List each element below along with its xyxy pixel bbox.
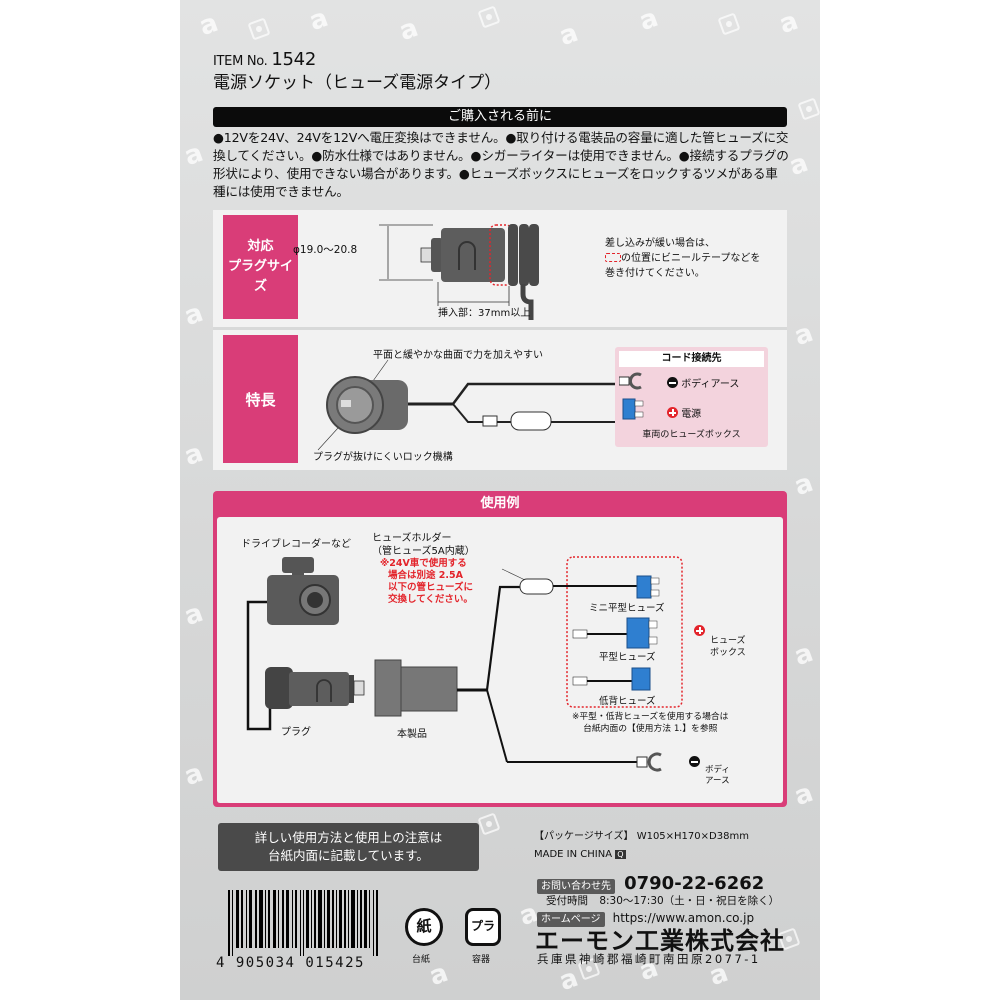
fuse-holder-line2: （管ヒューズ5A内蔵） bbox=[372, 546, 475, 557]
24v-warning: ※24V車で使用する 場合は別途 2.5A 以下の管ヒューズに 交換してください… bbox=[380, 558, 473, 606]
cord-destination-title: コード接続先 bbox=[619, 351, 764, 367]
tip-text: 差し込みが緩い場合は、 の位置にビニールテープなどを 巻き付けてください。 bbox=[605, 236, 760, 281]
plug-diagram bbox=[379, 224, 539, 320]
details-note: 詳しい使用方法と使用上の注意は 台紙内面に記載しています。 bbox=[218, 823, 479, 871]
usage-panel: 使用例 ドライブレコーダーなど ヒューズホルダー （管ヒューズ5A内蔵） ※24… bbox=[213, 491, 787, 807]
fuse-box-line2: ボックス bbox=[710, 648, 746, 658]
homepage-url[interactable]: https://www.amon.co.jp bbox=[612, 911, 755, 925]
plastic-label: 容器 bbox=[472, 955, 491, 965]
details-note-line1: 詳しい使用方法と使用上の注意は bbox=[254, 830, 443, 845]
diameter-label: φ19.0～20.8 bbox=[293, 244, 358, 256]
paper-label: 台紙 bbox=[412, 955, 431, 965]
callout-top: 平面と緩やかな曲面で力を加えやすい bbox=[373, 350, 543, 361]
plus-icon bbox=[667, 407, 678, 418]
homepage-tag: ホームページ bbox=[537, 912, 605, 927]
hours-value: 8:30～17:30（土・日・祝日を除く） bbox=[599, 895, 780, 907]
inquiry-row: お問い合わせ先 0790-22-6262 bbox=[537, 873, 764, 894]
socket-diagram bbox=[317, 359, 623, 451]
fuse-mini-label: ミニ平型ヒューズ bbox=[589, 603, 665, 614]
fuse-holder-label: ヒューズホルダー （管ヒューズ5A内蔵） bbox=[372, 532, 475, 558]
product-title: 電源ソケット（ヒューズ電源タイプ） bbox=[213, 73, 502, 93]
company-address: 兵庫県神崎郡福崎町南田原2077-1 bbox=[537, 952, 761, 966]
fuse-holder-line1: ヒューズホルダー bbox=[372, 533, 452, 544]
terminal-fuse-icons bbox=[619, 372, 644, 420]
plastic-symbol: プラ bbox=[470, 919, 495, 933]
package-size-value: W105×H170×D38mm bbox=[636, 831, 749, 842]
dashed-marker-icon bbox=[605, 253, 621, 262]
power-text: 電源 bbox=[681, 409, 702, 420]
tip-line2: の位置にビニールテープなどを bbox=[605, 251, 760, 266]
package-size: 【パッケージサイズ】 W105×H170×D38mm bbox=[534, 827, 749, 842]
ground-line2: アース bbox=[705, 776, 730, 786]
fuse-note: ※平型・低背ヒューズを使用する場合は 台紙内面の【使用方法 1.】を参照 bbox=[572, 711, 728, 735]
insertion-label: 挿入部：37mm以上 bbox=[438, 308, 531, 319]
fuse-note-line1: ※平型・低背ヒューズを使用する場合は bbox=[572, 712, 729, 722]
fuse-box-line1: ヒューズ bbox=[710, 636, 746, 646]
usage-diagram bbox=[246, 556, 683, 772]
paper-recycle-icon: 紙 bbox=[405, 908, 443, 946]
spec-panel: 対応 プラグサイズ φ19.0～20.8 挿入部：37mm以上 差し込みが緩い場… bbox=[213, 210, 787, 470]
ground-label: ボディ アース bbox=[689, 751, 730, 787]
notice-heading: ご購入される前に bbox=[213, 107, 787, 127]
made-in-mark: Q bbox=[615, 850, 626, 859]
callout-bottom: プラグが抜けにくいロック機構 bbox=[313, 452, 453, 463]
warning-line2: 場合は別途 2.5A bbox=[388, 570, 463, 581]
package-size-label: 【パッケージサイズ】 bbox=[534, 831, 634, 842]
tip-line1: 差し込みが緩い場合は、 bbox=[605, 238, 715, 249]
barcode-number: 4 905034 015425 bbox=[216, 955, 365, 971]
warning-line1: ※24V車で使用する bbox=[380, 558, 467, 569]
hours-label: 受付時間 bbox=[546, 895, 588, 907]
made-in: MADE IN CHINA Q bbox=[534, 849, 626, 860]
product-label: 本製品 bbox=[397, 729, 427, 740]
plug-size-label-line2: プラグサイズ bbox=[227, 259, 293, 294]
usage-content: ドライブレコーダーなど ヒューズホルダー （管ヒューズ5A内蔵） ※24V車で使… bbox=[217, 517, 783, 803]
item-number: ITEM No. 1542 bbox=[213, 49, 316, 70]
fuse-box-label: ヒューズ ボックス bbox=[694, 621, 746, 659]
ground-label: ボディアース bbox=[667, 375, 739, 390]
inquiry-tag: お問い合わせ先 bbox=[537, 879, 615, 894]
plug-size-label-line1: 対応 bbox=[247, 239, 274, 254]
plug-label: プラグ bbox=[281, 727, 311, 738]
minus-icon bbox=[667, 377, 678, 388]
barcode bbox=[228, 890, 378, 956]
ground-line1: ボディ bbox=[705, 765, 730, 775]
details-note-line2: 台紙内面に記載しています。 bbox=[268, 848, 429, 863]
paper-symbol: 紙 bbox=[416, 917, 432, 935]
phone-number: 0790-22-6262 bbox=[624, 873, 765, 894]
company-name: エーモン工業株式会社 bbox=[535, 927, 785, 955]
cord-box-footer: 車両のヒューズボックス bbox=[642, 430, 741, 440]
minus-icon bbox=[689, 756, 700, 767]
tip-line3: 巻き付けてください。 bbox=[605, 268, 705, 279]
ground-text: ボディアース bbox=[681, 379, 740, 390]
item-number-label: ITEM No. bbox=[213, 54, 268, 69]
fuse-note-line2: 台紙内面の【使用方法 1.】を参照 bbox=[583, 724, 718, 734]
fuse-flat-label: 平型ヒューズ bbox=[599, 652, 656, 663]
warning-line4: 交換してください。 bbox=[388, 594, 473, 605]
plug-size-label: 対応 プラグサイズ bbox=[223, 215, 298, 319]
features-label: 特長 bbox=[223, 335, 298, 463]
fuse-low-label: 低背ヒューズ bbox=[599, 696, 656, 707]
hours-row: 受付時間 8:30～17:30（土・日・祝日を除く） bbox=[546, 893, 779, 908]
dashcam-label: ドライブレコーダーなど bbox=[241, 539, 351, 550]
cord-destination-box: コード接続先 ボディアース 電源 車両のヒューズボックス bbox=[615, 347, 768, 447]
plastic-recycle-icon: プラ bbox=[465, 908, 501, 946]
power-label: 電源 bbox=[667, 405, 701, 420]
tip-line2-text: の位置にビニールテープなどを bbox=[621, 253, 761, 264]
item-number-value: 1542 bbox=[271, 49, 316, 70]
plus-icon bbox=[694, 625, 705, 636]
made-in-text: MADE IN CHINA bbox=[534, 849, 613, 860]
usage-heading: 使用例 bbox=[480, 496, 520, 511]
notice-text: ●12Vを24V、24Vを12Vへ電圧変換はできません。●取り付ける電装品の容量… bbox=[213, 130, 789, 199]
homepage-row: ホームページ https://www.amon.co.jp bbox=[537, 907, 754, 927]
warning-line3: 以下の管ヒューズに bbox=[388, 582, 474, 593]
panel-divider bbox=[213, 327, 787, 330]
